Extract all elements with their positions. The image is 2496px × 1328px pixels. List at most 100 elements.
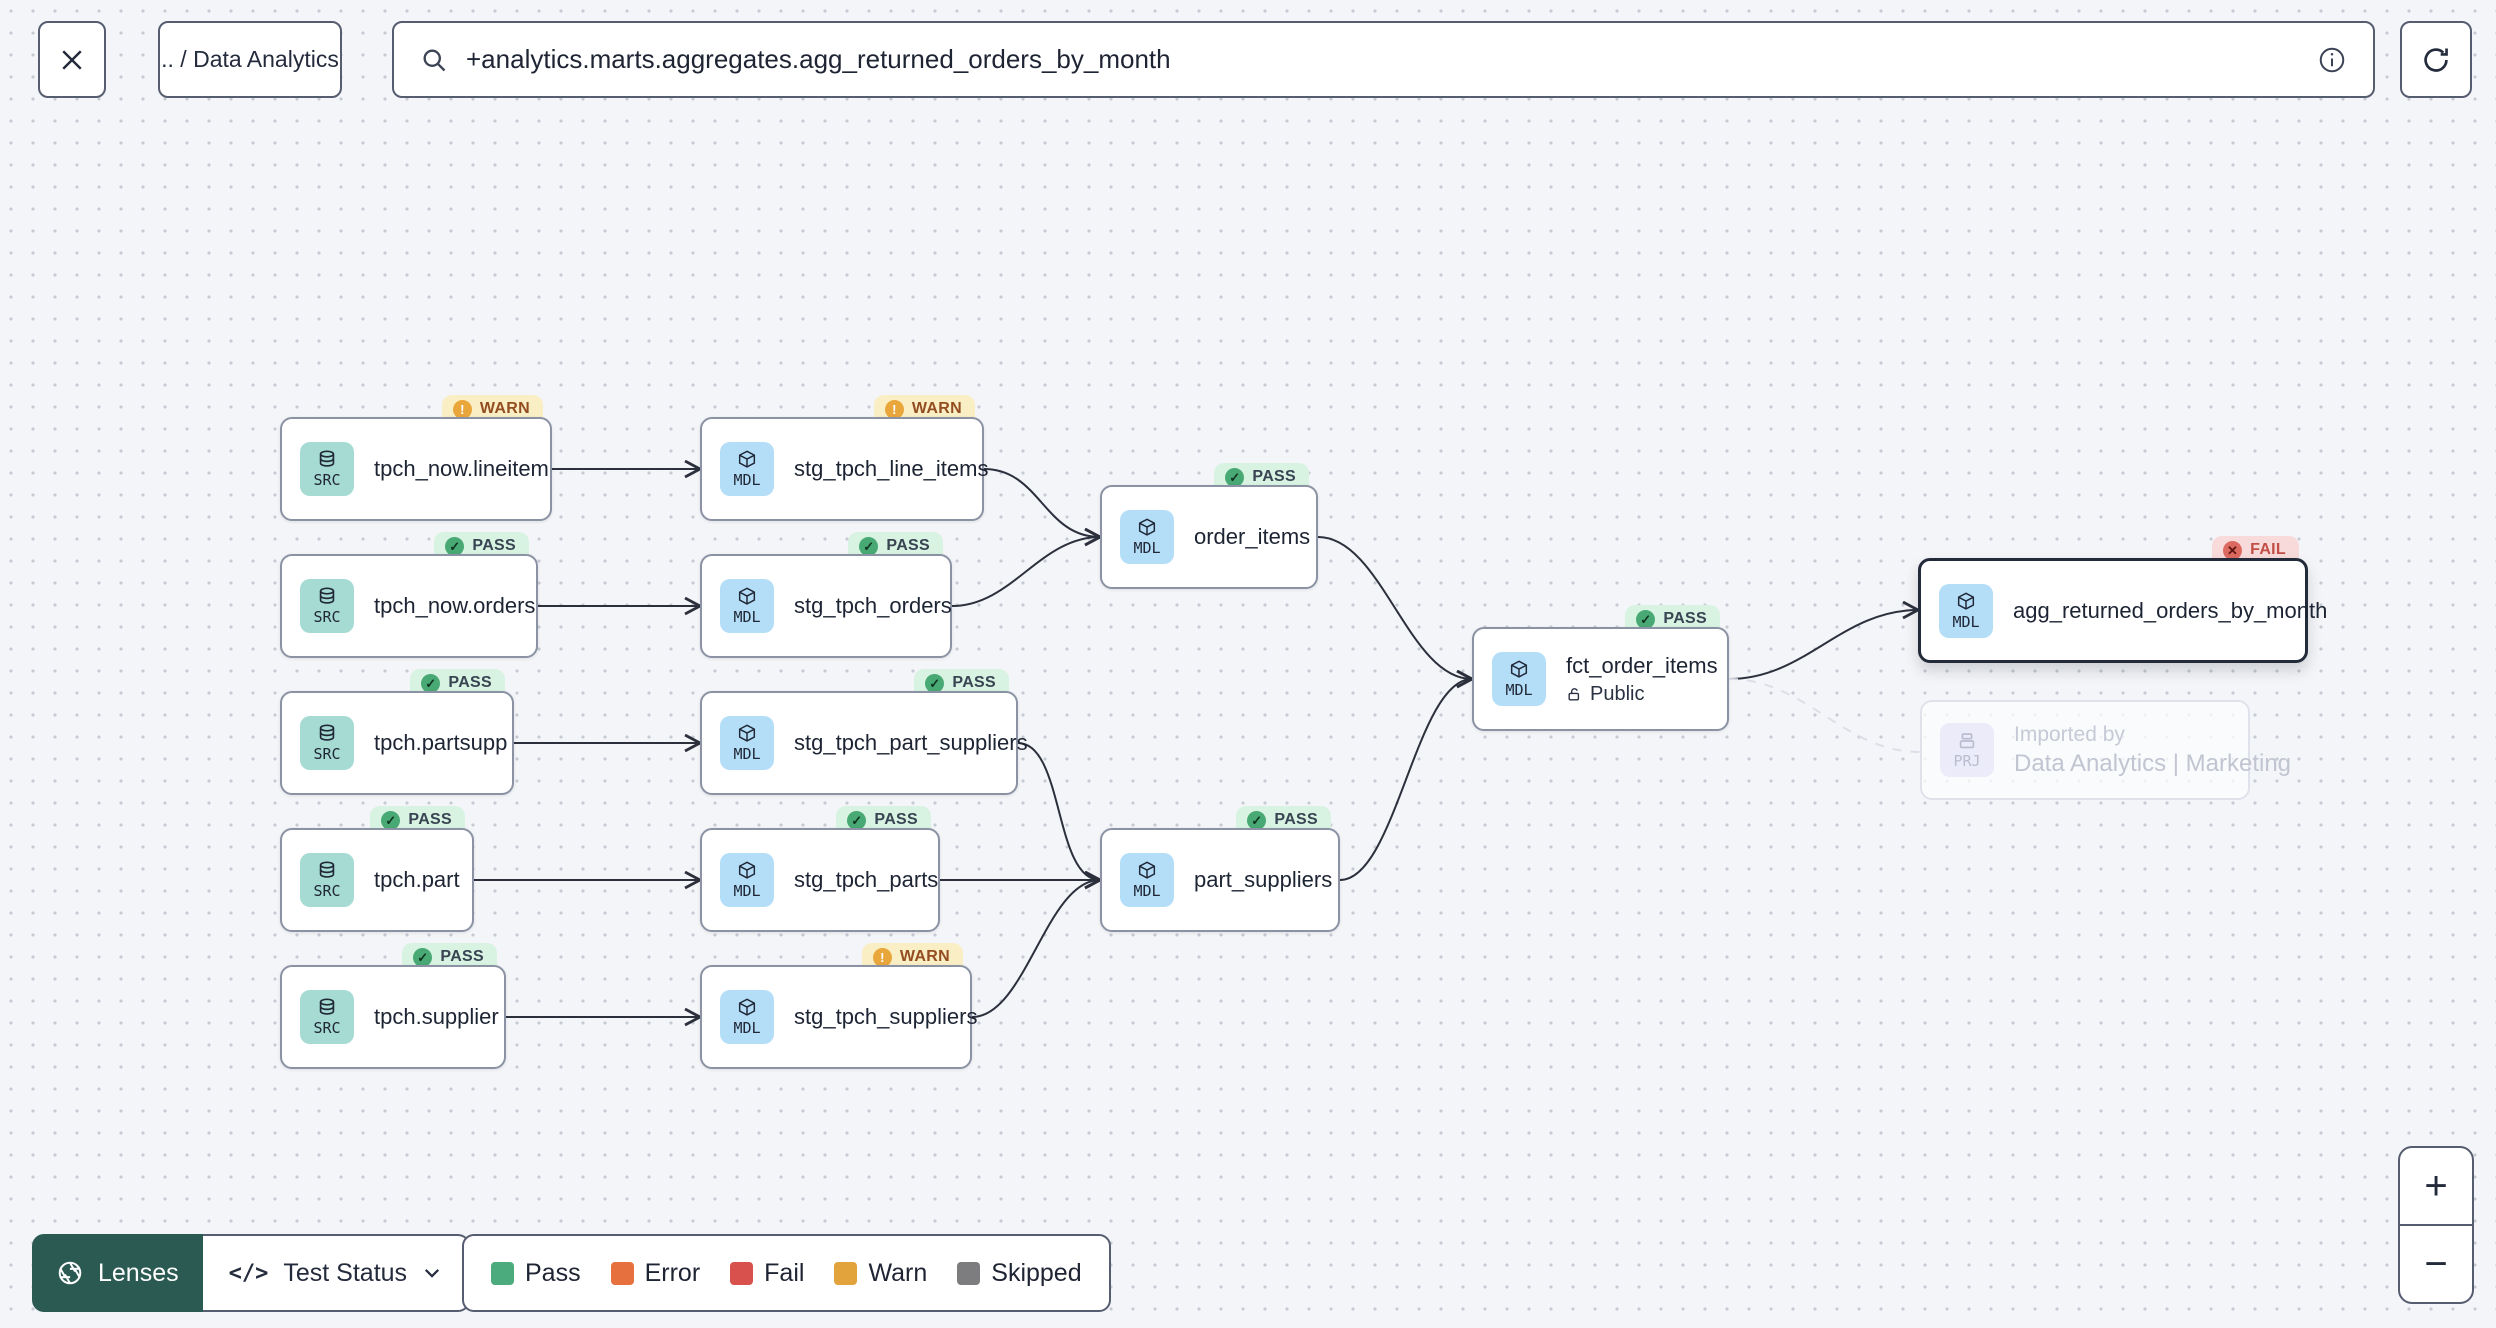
node-label: fct_order_items [1566,652,1718,678]
graph-node-stg_tpch_orders[interactable]: MDL stg_tpch_orders [700,554,952,658]
cube-icon [1138,518,1156,536]
check-icon: ✓ [445,536,465,556]
legend-item-warn: Warn [834,1259,927,1288]
error-swatch [610,1261,634,1285]
cube-icon [738,998,756,1016]
status-badge: !WARN [873,395,975,429]
code-icon: </> [228,1260,269,1286]
cube-icon [738,861,756,879]
model-type-chip: MDL [720,579,774,633]
search-bar[interactable] [392,21,2375,98]
lenses-button[interactable]: Lenses [32,1234,203,1312]
legend-label: Skipped [991,1258,1082,1287]
briefcase-icon [1959,733,1975,749]
node-label: stg_tpch_line_items [794,456,989,481]
chip-label: SRC [313,471,341,490]
access-row: Public [1566,683,1718,706]
check-icon: ✓ [1225,467,1245,487]
status-badge-label: PASS [472,537,516,554]
chip-label: PRJ [1953,752,1981,771]
model-type-chip: MDL [720,853,774,907]
check-icon: ✓ [413,947,433,967]
status-badge-label: WARN [479,400,530,417]
lenses-control: Lenses </> Test Status [32,1234,471,1312]
database-icon [319,724,335,742]
graph-node-part_suppliers[interactable]: MDL part_suppliers [1100,828,1340,932]
node-label: stg_tpch_suppliers [794,1004,978,1029]
graph-node-order_items[interactable]: MDL order_items [1100,485,1318,589]
cube-icon [1138,861,1156,879]
warning-icon: ! [872,947,892,967]
node-label: stg_tpch_parts [794,867,939,892]
model-type-chip: MDL [1120,853,1174,907]
fail-swatch [730,1261,754,1285]
status-badge-label: WARN [899,948,950,965]
chip-label: MDL [733,882,761,901]
search-input[interactable] [466,44,2299,75]
chip-label: SRC [313,882,341,901]
legend-item-skipped: Skipped [957,1258,1082,1288]
node-label: stg_tpch_orders [794,593,952,618]
node-label: tpch.supplier [374,1004,499,1029]
open-lock-icon [1568,687,1580,701]
graph-node-stg_tpch_suppliers[interactable]: MDL stg_tpch_suppliers [700,965,977,1069]
status-badge-label: PASS [440,948,484,965]
imported-by-project: Data Analytics | Marketing [2014,749,2292,777]
skipped-swatch [957,1261,981,1285]
graph-node-fct_order_items[interactable]: MDL fct_order_items Public [1472,627,1729,731]
graph-node-imported-by-marketing[interactable]: PRJ Imported by Data Analytics | Marketi… [1920,700,2291,800]
zoom-in-button[interactable]: + [2400,1148,2472,1226]
model-type-chip: MDL [1939,583,1993,638]
graph-node-stg_tpch_part_suppliers[interactable]: MDL stg_tpch_part_suppliers [700,691,1028,795]
x-circle-icon: ✕ [2223,540,2243,560]
source-type-chip: SRC [300,990,354,1044]
cube-icon [738,450,756,468]
source-type-chip: SRC [300,579,354,633]
status-badge-label: PASS [1252,468,1296,485]
breadcrumb[interactable]: .. / Data Analytics [158,21,342,98]
zoom-out-button[interactable]: − [2424,1241,2448,1286]
refresh-button[interactable] [2400,21,2472,98]
refresh-icon [2424,47,2448,72]
node-label: agg_returned_orders_by_month [2013,597,2328,623]
lens-select-dropdown[interactable]: </> Test Status [202,1234,471,1312]
check-icon: ✓ [847,810,867,830]
graph-node-tpch-part[interactable]: SRC tpch.part [280,828,474,932]
close-button[interactable] [38,21,106,98]
chip-label: MDL [1133,882,1161,901]
project-type-chip: PRJ [1940,723,1994,777]
warning-icon: ! [884,399,904,419]
graph-node-tpch-partsupp[interactable]: SRC tpch.partsupp [280,691,514,795]
graph-node-stg_tpch_line_items[interactable]: MDL stg_tpch_line_items [700,417,988,521]
graph-node-tpch_now-lineitem[interactable]: SRC tpch_now.lineitem [280,417,552,521]
model-type-chip: MDL [720,442,774,496]
chip-label: MDL [1133,539,1161,558]
node-label: stg_tpch_part_suppliers [794,730,1028,755]
graph-node-tpch-supplier[interactable]: SRC tpch.supplier [280,965,506,1069]
graph-node-agg_returned_orders_by_month[interactable]: MDL agg_returned_orders_by_month [1918,558,2327,663]
chip-label: SRC [313,745,341,764]
chip-label: MDL [733,608,761,627]
check-icon: ✓ [859,536,879,556]
legend-label: Pass [525,1258,581,1287]
close-icon [62,49,82,70]
status-badge-label: FAIL [2250,541,2286,558]
chip-label: SRC [313,608,341,627]
lenses-label: Lenses [98,1258,179,1287]
active-lens-label: Test Status [283,1258,408,1287]
info-icon[interactable] [2317,45,2347,75]
status-badge-label: PASS [874,811,918,828]
access-label: Public [1590,682,1645,705]
chip-label: MDL [733,745,761,764]
node-label: tpch.part [374,867,460,892]
database-icon [319,861,335,879]
graph-node-stg_tpch_parts[interactable]: MDL stg_tpch_parts [700,828,940,932]
chevron-down-icon [425,1269,440,1278]
graph-node-tpch_now-orders[interactable]: SRC tpch_now.orders [280,554,538,658]
model-type-chip: MDL [1120,510,1174,564]
chip-label: MDL [1505,681,1533,700]
aperture-icon [58,1261,82,1285]
chip-label: MDL [733,471,761,490]
node-label: tpch_now.lineitem [374,456,549,481]
